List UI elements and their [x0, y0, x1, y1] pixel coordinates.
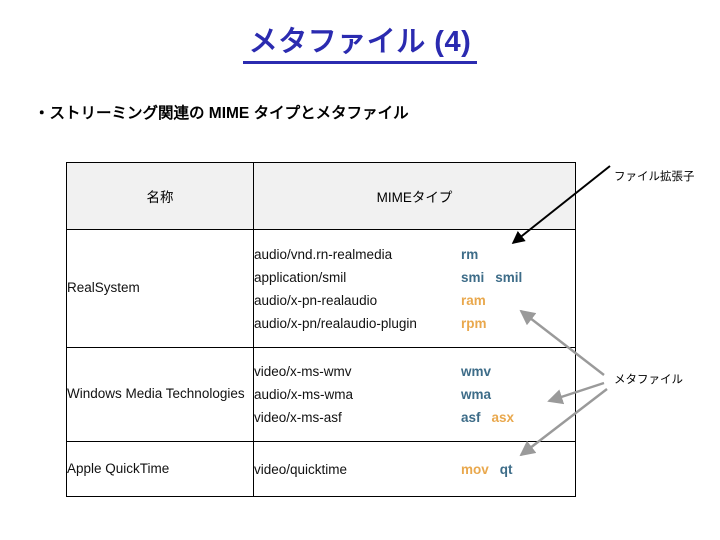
- mime-entry: audio/vnd.rn-realmedia rm: [254, 243, 575, 266]
- file-extension: asf: [461, 410, 481, 425]
- mime-type-text: video/x-ms-wmv: [254, 364, 352, 379]
- mime-entry: audio/x-pn/realaudio-plugin rpm: [254, 312, 575, 335]
- callout-label-metafile: メタファイル: [614, 374, 683, 386]
- mime-type-text: video/x-ms-asf: [254, 410, 342, 425]
- file-extension: mov: [461, 461, 489, 477]
- file-extension: smi: [461, 269, 485, 285]
- table-row: Windows Media Technologies video/x-ms-wm…: [66, 347, 576, 442]
- cell-mime-types: video/x-ms-wmv wmv audio/x-ms-wma wma vide…: [253, 347, 576, 442]
- file-extension: wma: [461, 387, 492, 402]
- mime-entry-list: audio/vnd.rn-realmedia rm application/smi…: [254, 243, 575, 335]
- mime-type-text: video/quicktime: [254, 461, 348, 477]
- mime-type-table: 名称 MIMEタイプ RealSystem audio/vnd.rn-realm…: [66, 162, 576, 497]
- mime-type-text: audio/x-pn-realaudio: [254, 292, 378, 308]
- page-title: メタファイル (4): [0, 26, 720, 65]
- file-extension: ram: [461, 292, 486, 308]
- column-header-name: 名称: [66, 162, 254, 230]
- cell-product-name: Apple QuickTime: [66, 441, 254, 497]
- page-title-text: メタファイル (4): [242, 26, 478, 65]
- table-header-row: 名称 MIMEタイプ: [66, 162, 576, 230]
- cell-product-name: Windows Media Technologies: [66, 347, 254, 442]
- mime-type-text: audio/x-pn/realaudio-plugin: [254, 315, 417, 331]
- mime-entry: video/x-ms-wmv wmv: [254, 360, 575, 383]
- cell-mime-types: audio/vnd.rn-realmedia rm application/smi…: [253, 229, 576, 348]
- mime-type-text: audio/vnd.rn-realmedia: [254, 246, 393, 262]
- callout-label-file-extension: ファイル拡張子: [614, 171, 695, 183]
- cell-product-name: RealSystem: [66, 229, 254, 348]
- mime-type-text: audio/x-ms-wma: [254, 387, 354, 402]
- mime-type-text: application/smil: [254, 269, 347, 285]
- bullet-subtitle: ・ストリーミング関連の MIME タイプとメタファイル: [34, 105, 409, 122]
- file-extension: wmv: [461, 364, 492, 379]
- mime-entry: audio/x-pn-realaudio ram: [254, 289, 575, 312]
- column-header-mime: MIMEタイプ: [253, 162, 576, 230]
- file-extension: rm: [461, 246, 479, 262]
- mime-entry-list: video/x-ms-wmv wmv audio/x-ms-wma wma vide…: [254, 360, 575, 429]
- file-extension: rpm: [461, 315, 487, 331]
- table-row: RealSystem audio/vnd.rn-realmedia rm appl…: [66, 229, 576, 348]
- mime-entry: audio/x-ms-wma wma: [254, 383, 575, 406]
- file-extension: smil: [495, 269, 523, 285]
- file-extension: asx: [491, 410, 515, 425]
- file-extension: qt: [499, 461, 513, 477]
